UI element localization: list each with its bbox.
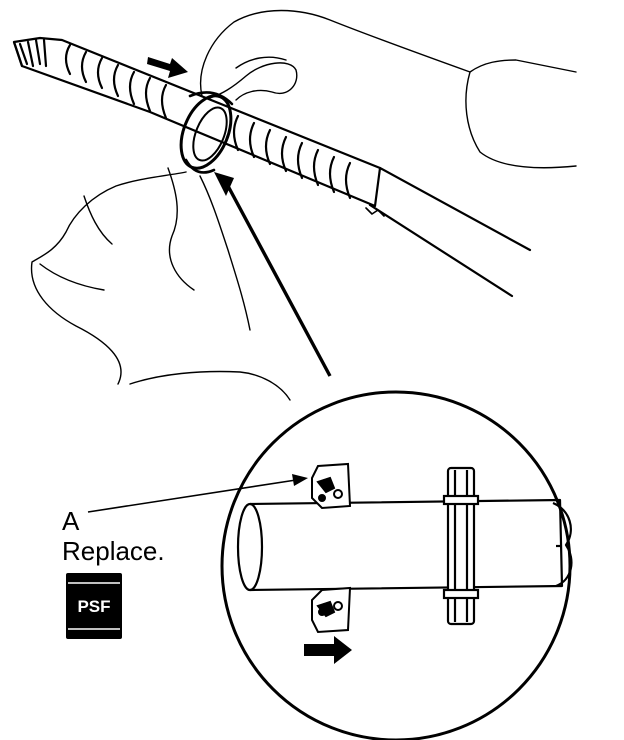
hands	[30, 9, 577, 401]
shaft-rail-upper	[378, 166, 532, 252]
direction-arrow-icon	[147, 57, 188, 78]
detail-shaft	[249, 498, 564, 592]
detail-circle	[220, 390, 572, 740]
seal-ring-inner	[192, 106, 228, 162]
detail-seal-bottom	[311, 586, 352, 634]
detail-leader	[214, 172, 332, 377]
detail-flange	[442, 466, 480, 626]
psf-label: PSF	[77, 597, 110, 616]
callout-instruction: Replace.	[62, 536, 165, 566]
direction-arrow-icon	[304, 636, 352, 664]
rack-teeth	[64, 43, 352, 200]
rack-shaft	[12, 36, 382, 208]
callout-letter: A	[62, 506, 80, 536]
right-hand	[200, 9, 471, 101]
callout-a-leader	[87, 474, 308, 513]
psf-fluid-icon: PSF	[66, 573, 122, 639]
detail-seal-top	[311, 462, 352, 510]
shaft-rail-lower	[368, 203, 514, 298]
detail-view	[220, 390, 573, 740]
spline-tip	[12, 38, 48, 68]
rack-shaft-assembly	[12, 36, 532, 298]
left-hand	[30, 171, 187, 385]
